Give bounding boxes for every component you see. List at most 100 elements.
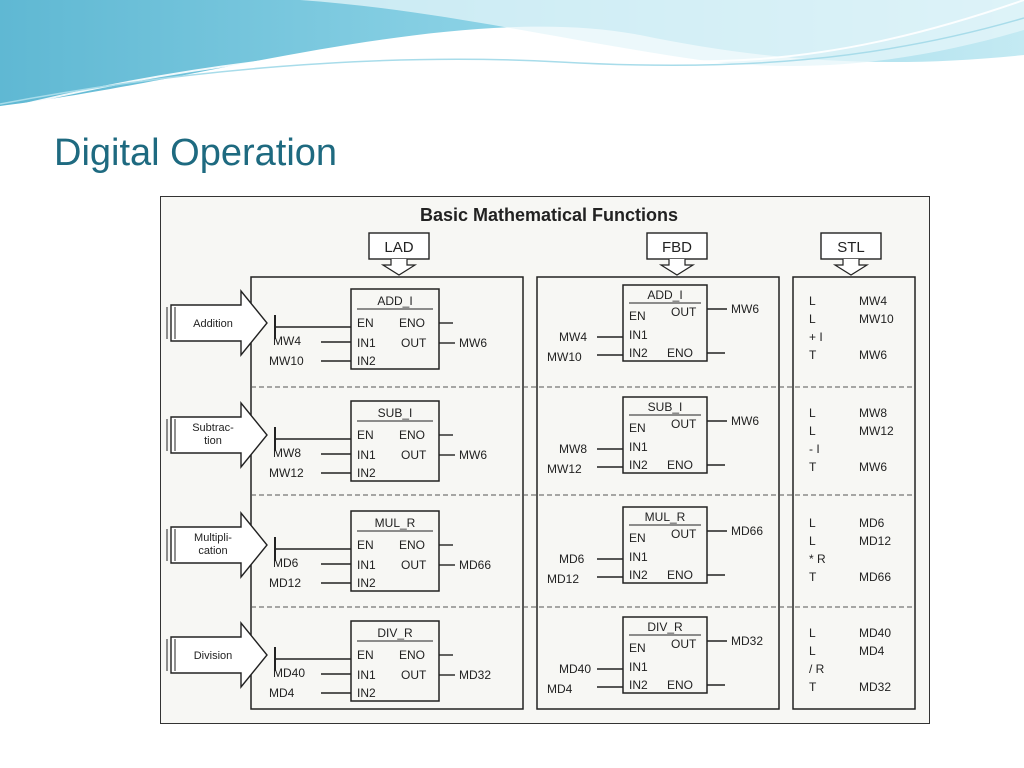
fbd-pin-en: EN [629, 309, 646, 323]
fbd-pin-out: OUT [671, 637, 697, 651]
stl-operand: MW6 [859, 460, 887, 474]
operation-label: Multipli- [194, 532, 232, 544]
stl-operand: MW6 [859, 348, 887, 362]
stl-operand: MW8 [859, 406, 887, 420]
fbd-pin-in2: IN2 [629, 458, 648, 472]
column-label-lad-arrow-icon [380, 259, 418, 276]
header-wave-banner [0, 0, 1024, 111]
fbd-block-name: DIV_R [647, 620, 683, 634]
lad-input-1: MD40 [273, 666, 305, 680]
lad-pin-in2: IN2 [357, 354, 376, 368]
fbd-block-box [622, 284, 708, 362]
fbd-pin-in1: IN1 [629, 328, 648, 342]
lad-input-2: MD12 [269, 576, 301, 590]
stl-operand: MW10 [859, 312, 894, 326]
fbd-input-2: MD12 [547, 572, 579, 586]
stl-operand: MD66 [859, 570, 891, 584]
stl-instruction: L [809, 516, 816, 530]
lad-pin-in2: IN2 [357, 576, 376, 590]
stl-instruction: T [809, 680, 817, 694]
fbd-pin-in1: IN1 [629, 440, 648, 454]
operation-label: Addition [193, 318, 233, 330]
fbd-block-box [622, 396, 708, 474]
stl-instruction: L [809, 644, 816, 658]
stl-instruction: + I [809, 330, 823, 344]
column-label-stl: STL [837, 239, 865, 256]
fbd-input-1: MD40 [559, 662, 591, 676]
lad-pin-in2: IN2 [357, 466, 376, 480]
stl-instruction: L [809, 312, 816, 326]
lad-block-name: ADD_I [377, 294, 412, 308]
stl-instruction: L [809, 424, 816, 438]
operation-arrow-2 [170, 401, 268, 469]
fbd-pin-in2: IN2 [629, 678, 648, 692]
stl-operand: MD12 [859, 534, 891, 548]
lad-pin-en: EN [357, 538, 374, 552]
fbd-block-name: MUL_R [645, 510, 686, 524]
fbd-input-1: MW8 [559, 442, 587, 456]
stl-instruction: / R [809, 662, 825, 676]
lad-input-1: MD6 [273, 556, 299, 570]
fbd-output: MD66 [731, 524, 763, 538]
fbd-output: MD32 [731, 634, 763, 648]
fbd-pin-eno: ENO [667, 568, 693, 582]
figure-heading: Basic Mathematical Functions [420, 205, 678, 225]
lad-block-name: MUL_R [375, 516, 416, 530]
fbd-input-1: MW4 [559, 330, 587, 344]
operation-arrow-3 [170, 511, 268, 579]
lad-block-name: SUB_I [378, 406, 413, 420]
lad-pin-out: OUT [401, 336, 427, 350]
stl-operand: MW12 [859, 424, 894, 438]
fbd-pin-en: EN [629, 421, 646, 435]
lad-pin-eno: ENO [399, 648, 425, 662]
fbd-pin-en: EN [629, 531, 646, 545]
fbd-pin-out: OUT [671, 527, 697, 541]
fbd-pin-out: OUT [671, 417, 697, 431]
stl-instruction: * R [809, 552, 826, 566]
stl-operand: MD6 [859, 516, 885, 530]
stl-instruction: T [809, 348, 817, 362]
fbd-pin-eno: ENO [667, 458, 693, 472]
stl-instruction: L [809, 294, 816, 308]
lad-output: MW6 [459, 336, 487, 350]
lad-pin-en: EN [357, 316, 374, 330]
lad-input-1: MW8 [273, 446, 301, 460]
fbd-panel [536, 276, 780, 710]
stl-instruction: L [809, 534, 816, 548]
column-label-stl-arrow-icon [832, 259, 870, 276]
fbd-pin-out: OUT [671, 305, 697, 319]
stl-instruction: T [809, 570, 817, 584]
operation-label: Subtrac- [192, 422, 234, 434]
fbd-input-1: MD6 [559, 552, 585, 566]
stl-instruction: - I [809, 442, 820, 456]
fbd-block-box [622, 616, 708, 694]
stl-operand: MD32 [859, 680, 891, 694]
lad-output: MD32 [459, 668, 491, 682]
stl-operand: MW4 [859, 294, 887, 308]
lad-pin-in2: IN2 [357, 686, 376, 700]
fbd-pin-in1: IN1 [629, 550, 648, 564]
lad-pin-in1: IN1 [357, 336, 376, 350]
lad-pin-eno: ENO [399, 428, 425, 442]
lad-input-2: MD4 [269, 686, 295, 700]
fbd-output: MW6 [731, 302, 759, 316]
operation-arrow-4 [170, 621, 268, 689]
stl-panel [792, 276, 916, 710]
lad-pin-out: OUT [401, 558, 427, 572]
fbd-input-2: MW10 [547, 350, 582, 364]
fbd-pin-eno: ENO [667, 346, 693, 360]
lad-pin-in1: IN1 [357, 558, 376, 572]
lad-pin-eno: ENO [399, 316, 425, 330]
lad-pin-out: OUT [401, 448, 427, 462]
fbd-block-name: SUB_I [648, 400, 683, 414]
lad-pin-in1: IN1 [357, 668, 376, 682]
column-label-fbd-arrow-icon [658, 259, 696, 276]
stl-instruction: T [809, 460, 817, 474]
operation-label: cation [198, 545, 227, 557]
lad-pin-out: OUT [401, 668, 427, 682]
lad-pin-eno: ENO [399, 538, 425, 552]
fbd-pin-en: EN [629, 641, 646, 655]
lad-input-2: MW12 [269, 466, 304, 480]
